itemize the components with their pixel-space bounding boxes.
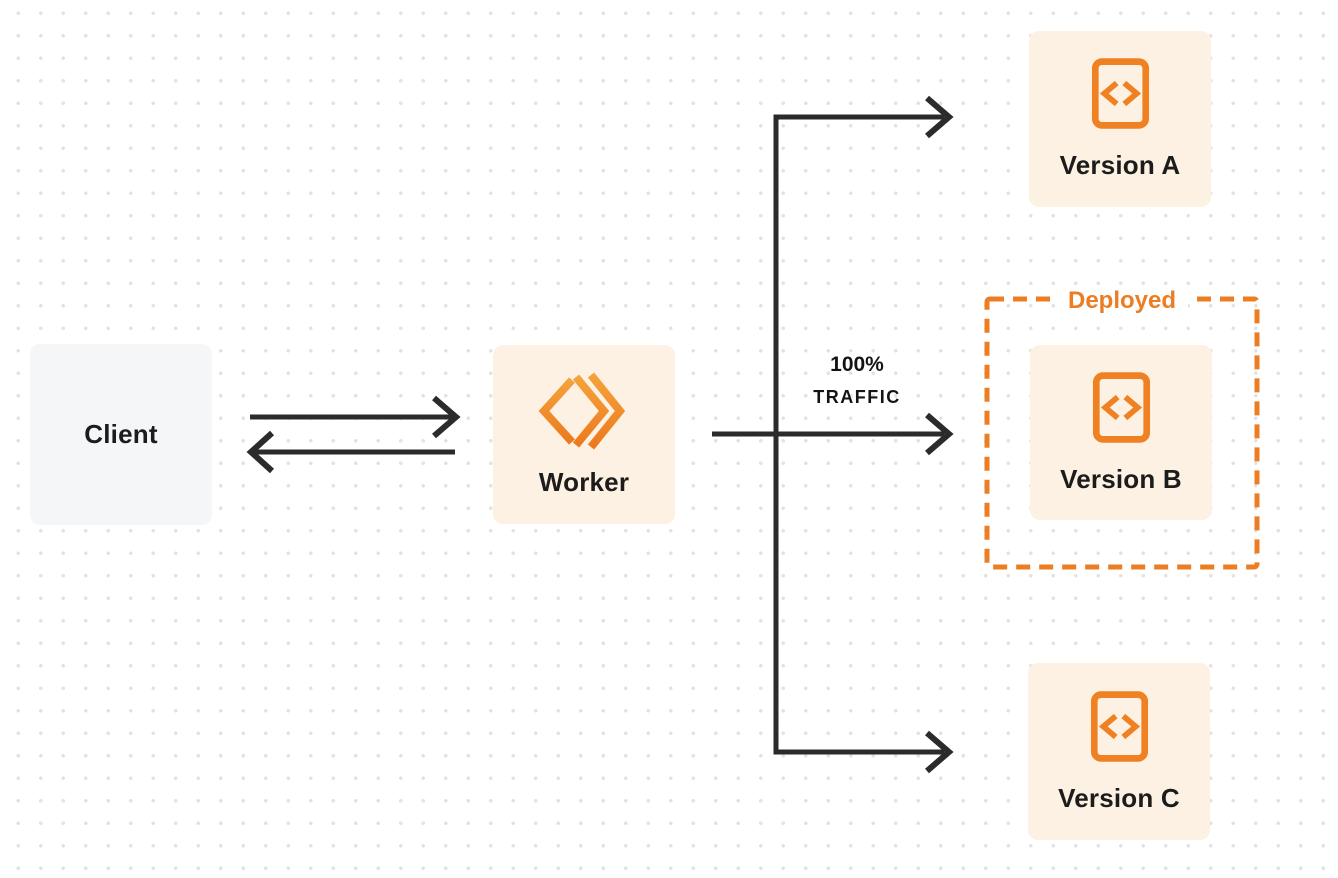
client-to-worker-arrow: [250, 395, 461, 439]
code-file-icon: [1090, 690, 1149, 763]
code-file-icon: [1092, 371, 1151, 444]
version-c-node: Version C: [1028, 663, 1210, 840]
traffic-word-text: TRAFFIC: [813, 387, 901, 407]
client-node: Client: [30, 344, 212, 525]
code-file-icon: [1091, 57, 1150, 130]
version-c-label: Version C: [1058, 782, 1180, 813]
arrow-to-version-c: [925, 730, 954, 774]
worker-to-client-arrow: [246, 430, 455, 474]
version-b-node: Version B: [1030, 345, 1212, 520]
arrow-to-version-a: [925, 95, 954, 139]
version-b-label: Version B: [1060, 463, 1182, 494]
worker-branch-trunk: [773, 114, 944, 755]
version-a-label: Version A: [1059, 150, 1181, 180]
arrow-to-version-b: [712, 412, 954, 456]
worker-label: Worker: [538, 467, 630, 497]
deployed-label: Deployed: [1055, 285, 1189, 317]
client-label: Client: [84, 419, 158, 449]
workers-chevron-icon: [538, 371, 630, 451]
traffic-annotation: 100% TRAFFIC: [792, 349, 922, 413]
traffic-percent-text: 100%: [830, 353, 884, 376]
version-a-node: Version A: [1029, 31, 1211, 207]
worker-node: Worker: [493, 345, 675, 524]
